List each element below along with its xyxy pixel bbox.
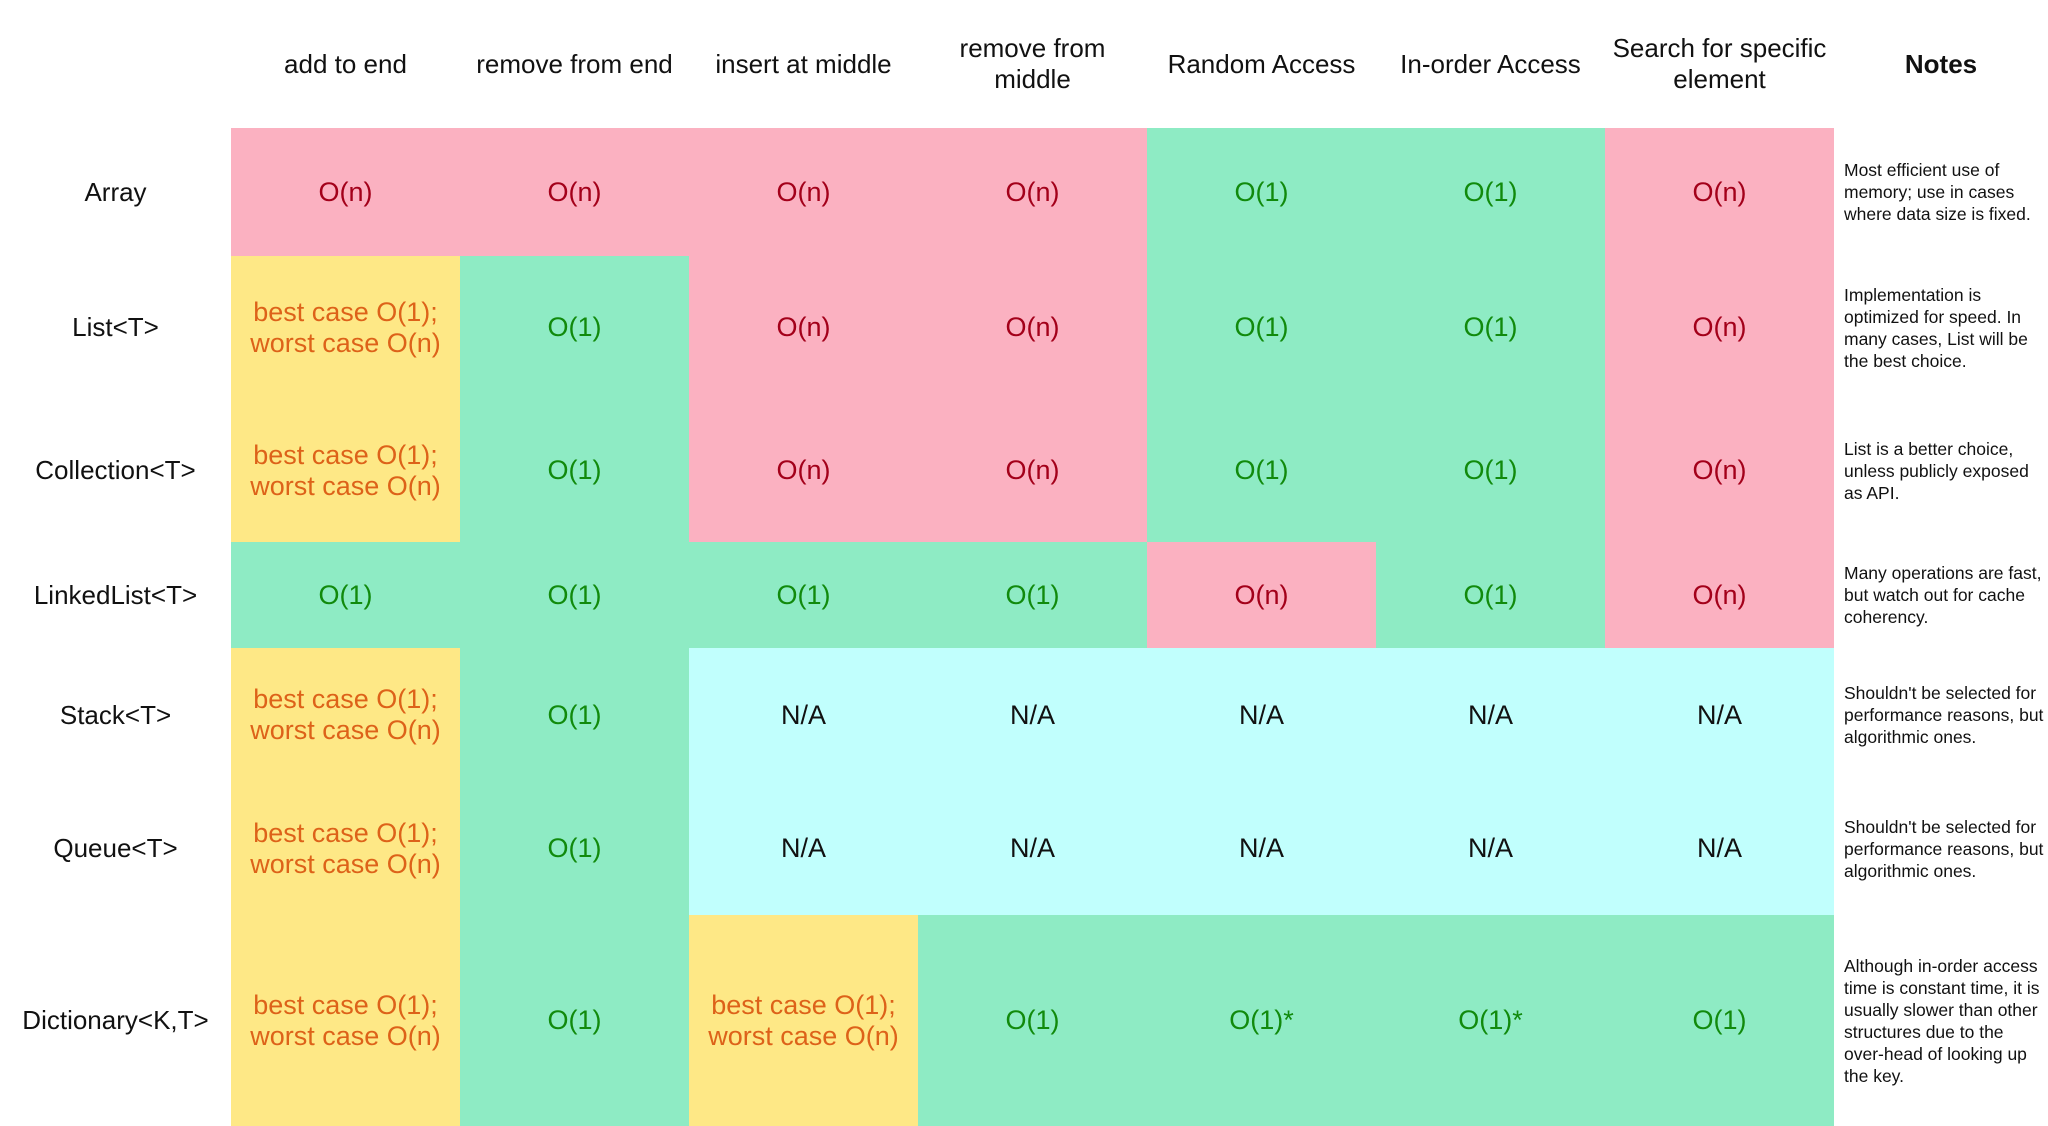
- complexity-cell: best case O(1); worst case O(n): [231, 256, 460, 399]
- column-header: remove from middle: [959, 33, 1106, 94]
- complexity-cell: O(1): [460, 542, 689, 648]
- row-note: Most efficient use of memory; use in cas…: [1844, 160, 2031, 224]
- complexity-cell: N/A: [918, 782, 1147, 915]
- row-note: Implementation is optimized for speed. I…: [1844, 284, 2028, 371]
- row-label: Queue<T>: [53, 833, 178, 863]
- complexity-cell: O(n): [1605, 128, 1834, 256]
- complexity-cell: O(1): [460, 782, 689, 915]
- complexity-cell: N/A: [1147, 648, 1376, 782]
- complexity-cell: O(1): [460, 915, 689, 1126]
- complexity-cell: best case O(1); worst case O(n): [231, 648, 460, 782]
- complexity-cell: O(1): [1605, 915, 1834, 1126]
- column-header: remove from end: [476, 48, 673, 79]
- complexity-cell: O(1): [1376, 399, 1605, 542]
- complexity-cell: O(1): [1376, 542, 1605, 648]
- complexity-cell: O(1): [460, 648, 689, 782]
- complexity-cell: O(1): [1376, 256, 1605, 399]
- row-label: Stack<T>: [59, 699, 172, 730]
- complexity-cell: O(1): [1147, 256, 1376, 399]
- row-note: Shouldn't be selected for performance re…: [1844, 683, 2044, 747]
- row-label: Collection<T>: [35, 455, 196, 485]
- complexity-cell: O(1): [918, 915, 1147, 1126]
- complexity-cell: O(1): [918, 542, 1147, 648]
- complexity-cell: N/A: [918, 648, 1147, 782]
- complexity-cell: O(n): [918, 399, 1147, 542]
- column-header: add to end: [284, 48, 407, 79]
- complexity-cell: best case O(1); worst case O(n): [231, 915, 460, 1126]
- complexity-cell: O(1): [1147, 128, 1376, 256]
- row-label: Array: [84, 176, 147, 207]
- row-label: LinkedList<T>: [33, 579, 198, 610]
- column-header: In-order Access: [1400, 48, 1581, 79]
- complexity-cell: O(1)*: [1376, 915, 1605, 1126]
- complexity-cell: O(n): [1605, 542, 1834, 648]
- complexity-cell: O(n): [1605, 399, 1834, 542]
- complexity-cell: N/A: [689, 648, 918, 782]
- complexity-cell: O(n): [1147, 542, 1376, 648]
- row-label: List<T>: [72, 312, 159, 342]
- complexity-cell: O(n): [460, 128, 689, 256]
- column-header: insert at middle: [715, 48, 892, 79]
- complexity-cell: best case O(1); worst case O(n): [231, 782, 460, 915]
- complexity-cell: O(1): [1376, 128, 1605, 256]
- column-header: Search for specific element: [1612, 33, 1827, 94]
- complexity-cell: O(n): [918, 256, 1147, 399]
- complexity-cell: O(n): [689, 256, 918, 399]
- complexity-cell: O(1): [689, 542, 918, 648]
- notes-header: Notes: [1904, 48, 1978, 79]
- complexity-cell: O(1)*: [1147, 915, 1376, 1126]
- complexity-cell: N/A: [1376, 782, 1605, 915]
- complexity-cell: N/A: [1605, 782, 1834, 915]
- row-note: Many operations are fast, but watch out …: [1844, 563, 2042, 627]
- row-note: List is a better choice, unless publicly…: [1844, 438, 2029, 503]
- complexity-cell: O(n): [918, 128, 1147, 256]
- complexity-cell: O(1): [1147, 399, 1376, 542]
- complexity-cell: best case O(1); worst case O(n): [689, 915, 918, 1126]
- complexity-cell: O(n): [689, 128, 918, 256]
- row-label: Dictionary<K,T>: [22, 1005, 209, 1035]
- complexity-cell: O(n): [689, 399, 918, 542]
- complexity-cell: O(1): [231, 542, 460, 648]
- complexity-cell: O(1): [460, 256, 689, 399]
- complexity-cell: best case O(1); worst case O(n): [231, 399, 460, 542]
- complexity-cell: O(n): [1605, 256, 1834, 399]
- complexity-cell: N/A: [1376, 648, 1605, 782]
- complexity-cell: O(n): [231, 128, 460, 256]
- row-note: Although in-order access time is constan…: [1844, 955, 2040, 1086]
- complexity-cell: N/A: [689, 782, 918, 915]
- column-header: Random Access: [1167, 48, 1356, 79]
- row-note: Shouldn't be selected for performance re…: [1844, 816, 2044, 881]
- complexity-cell: N/A: [1605, 648, 1834, 782]
- complexity-cell: O(1): [460, 399, 689, 542]
- complexity-cell: N/A: [1147, 782, 1376, 915]
